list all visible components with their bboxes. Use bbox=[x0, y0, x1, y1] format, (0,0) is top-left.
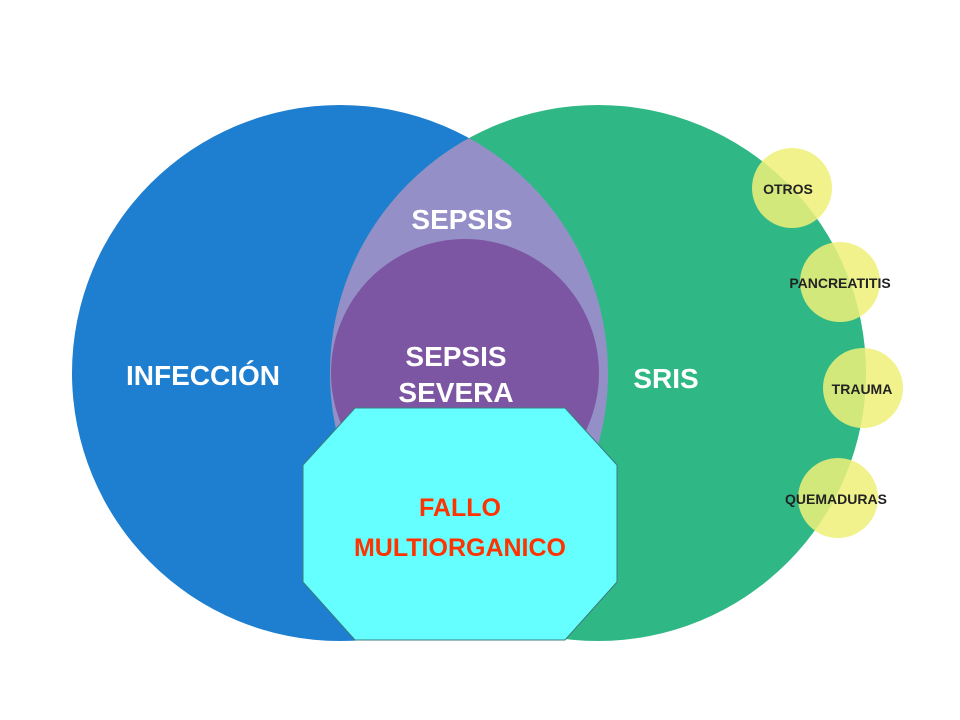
infeccion-label: INFECCIÓN bbox=[126, 360, 280, 391]
pancreatitis-label: PANCREATITIS bbox=[789, 275, 890, 291]
sris-label: SRIS bbox=[633, 363, 698, 394]
pancreatitis-circle bbox=[800, 242, 880, 322]
fallo-label-line1: FALLO bbox=[419, 494, 501, 522]
quemaduras-label: QUEMADURAS bbox=[785, 491, 887, 507]
quemaduras-circle bbox=[798, 458, 878, 538]
fallo-multiorganico-octagon bbox=[302, 407, 618, 641]
trauma-label: TRAUMA bbox=[832, 381, 893, 397]
fallo-label-line2: MULTIORGANICO bbox=[354, 534, 566, 562]
otros-label: OTROS bbox=[763, 181, 813, 197]
otros-circle bbox=[752, 148, 832, 228]
trauma-circle bbox=[823, 348, 903, 428]
sepsis-severa-label-line2: SEVERA bbox=[398, 377, 513, 408]
sepsis-label: SEPSIS bbox=[411, 204, 512, 235]
sepsis-severa-label-line1: SEPSIS bbox=[405, 341, 506, 372]
